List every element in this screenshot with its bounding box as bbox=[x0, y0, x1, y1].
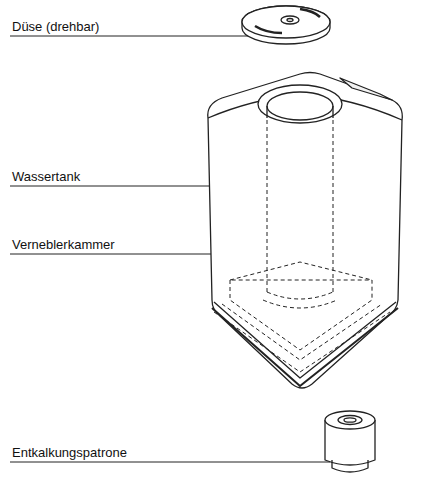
leader-line bbox=[10, 36, 258, 37]
leader-line bbox=[10, 462, 330, 463]
nebulizer-chamber bbox=[214, 120, 390, 372]
nozzle bbox=[242, 6, 330, 44]
part-label: Verneblerkammer bbox=[12, 237, 115, 252]
descaling-cartridge bbox=[325, 411, 375, 472]
part-label: Düse (drehbar) bbox=[12, 19, 99, 34]
leader-line bbox=[10, 186, 218, 187]
part-label: Entkalkungspatrone bbox=[12, 445, 127, 460]
part-label: Wassertank bbox=[12, 169, 80, 184]
water-tank bbox=[208, 73, 403, 389]
